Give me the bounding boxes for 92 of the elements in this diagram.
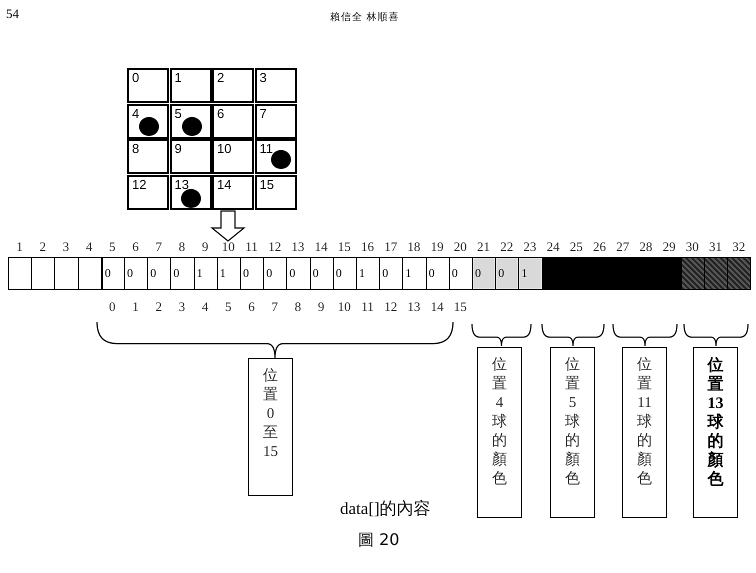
index-number: 4 bbox=[200, 299, 210, 315]
text-box: 位置13球的顏色 bbox=[693, 347, 738, 518]
cell-number: 3 bbox=[260, 71, 267, 85]
cell-number: 2 bbox=[217, 71, 224, 85]
index-number: 3 bbox=[178, 299, 186, 315]
cell-number: 6 bbox=[217, 106, 224, 120]
bit-position-number: 29 bbox=[662, 239, 677, 255]
bit-cell: 0 bbox=[426, 257, 450, 290]
bit-position-number: 1 bbox=[15, 239, 24, 255]
index-number: 0 bbox=[108, 299, 117, 315]
cell-number: 11 bbox=[260, 142, 273, 156]
bit-cell: 0 bbox=[379, 257, 404, 290]
bit-position-number: 19 bbox=[430, 239, 445, 255]
text-box: 位置0至15 bbox=[248, 358, 293, 496]
cell-number: 4 bbox=[132, 106, 140, 120]
bit-position-number: 10 bbox=[220, 239, 236, 255]
bit-position-number: 5 bbox=[108, 239, 117, 255]
page-number: 54 bbox=[6, 6, 19, 22]
bit-position-number: 12 bbox=[267, 239, 282, 255]
bit-position-number: 13 bbox=[290, 239, 306, 255]
index-number: 10 bbox=[336, 299, 352, 315]
index-number: 11 bbox=[360, 299, 375, 315]
cell-number: 7 bbox=[260, 106, 267, 120]
bit-cell: 1 bbox=[194, 257, 218, 290]
bit-position-number: 3 bbox=[62, 239, 70, 255]
cell-number: 12 bbox=[132, 178, 146, 192]
bit-position-number: 9 bbox=[200, 239, 210, 255]
cell-number: 15 bbox=[260, 178, 274, 192]
bit-cell: 1 bbox=[216, 257, 241, 290]
bit-position-number: 30 bbox=[684, 239, 700, 255]
bit-cell: 0 bbox=[472, 257, 496, 290]
bit-position-number: 2 bbox=[38, 239, 47, 255]
bit-cell: 1 bbox=[402, 257, 427, 290]
bit-position-number: 26 bbox=[592, 239, 607, 255]
figure-caption: 圖 20 bbox=[358, 530, 400, 551]
text-box: 位置5球的顏色 bbox=[550, 347, 595, 518]
bit-cell: 0 bbox=[147, 257, 172, 290]
bit-cell: 0 bbox=[286, 257, 311, 290]
bit-position-number: 15 bbox=[336, 239, 352, 255]
bit-position-number: 11 bbox=[244, 239, 259, 255]
bit-cell: 1 bbox=[518, 257, 543, 290]
text-box: 位置11球的顏色 bbox=[622, 347, 667, 518]
text-box: 位置4球的顏色 bbox=[477, 347, 522, 518]
index-number: 5 bbox=[224, 299, 233, 315]
cell-number: 5 bbox=[174, 106, 182, 120]
cell-number: 9 bbox=[174, 142, 182, 156]
cell-number: 0 bbox=[132, 71, 140, 85]
bit-position-number: 23 bbox=[522, 239, 538, 255]
cell-number: 8 bbox=[132, 142, 140, 156]
index-number: 2 bbox=[154, 299, 163, 315]
index-number: 12 bbox=[383, 299, 398, 315]
cell-number: 1 bbox=[174, 71, 182, 85]
cell-number: 14 bbox=[217, 178, 232, 192]
bit-position-number: 14 bbox=[314, 239, 329, 255]
running-header: 賴信全 林順喜 bbox=[330, 10, 400, 24]
index-number: 14 bbox=[430, 299, 445, 315]
bit-position-number: 25 bbox=[568, 239, 584, 255]
bit-position-number: 21 bbox=[476, 239, 491, 255]
bit-cell: 0 bbox=[124, 257, 148, 290]
bit-position-number: 7 bbox=[154, 239, 163, 255]
index-number: 7 bbox=[270, 299, 279, 315]
bit-position-number: 22 bbox=[499, 239, 514, 255]
index-number: 9 bbox=[316, 299, 326, 315]
bit-cell: 0 bbox=[310, 257, 334, 290]
index-number: 8 bbox=[294, 299, 302, 315]
bit-position-number: 18 bbox=[406, 239, 422, 255]
bit-cell: 0 bbox=[332, 257, 357, 290]
bit-cell: 0 bbox=[495, 257, 520, 290]
bit-cell: 0 bbox=[100, 257, 125, 290]
cell-number: 13 bbox=[174, 178, 189, 192]
index-number: 13 bbox=[406, 299, 422, 315]
bit-position-number: 6 bbox=[131, 239, 140, 255]
index-number: 6 bbox=[247, 299, 256, 315]
bit-position-number: 20 bbox=[452, 239, 468, 255]
bit-cell: 1 bbox=[356, 257, 380, 290]
bit-position-number: 31 bbox=[708, 239, 723, 255]
bit-position-number: 16 bbox=[360, 239, 375, 255]
index-number: 15 bbox=[452, 299, 468, 315]
figure-subtitle: data[]的內容 bbox=[340, 498, 431, 520]
bit-position-number: 28 bbox=[638, 239, 654, 255]
cell-number: 10 bbox=[217, 142, 232, 156]
bit-position-number: 32 bbox=[731, 239, 746, 255]
bit-position-number: 17 bbox=[383, 239, 398, 255]
index-number: 1 bbox=[131, 299, 140, 315]
bit-cell: 0 bbox=[263, 257, 288, 290]
bit-cell: 0 bbox=[170, 257, 195, 290]
bit-cell: 0 bbox=[448, 257, 473, 290]
bit-position-number: 8 bbox=[178, 239, 186, 255]
bit-position-number: 27 bbox=[615, 239, 630, 255]
bit-position-number: 4 bbox=[84, 239, 94, 255]
bit-position-number: 24 bbox=[546, 239, 561, 255]
bit-cell: 0 bbox=[240, 257, 264, 290]
